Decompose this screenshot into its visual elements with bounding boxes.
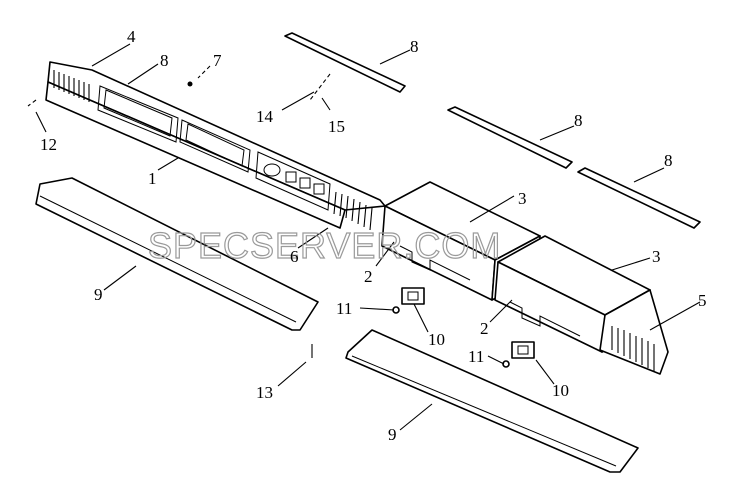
callout-10-right: 10 bbox=[552, 381, 569, 400]
callout-8-strip-1: 8 bbox=[410, 37, 419, 56]
control-panel bbox=[255, 151, 331, 211]
callout-2-right: 2 bbox=[480, 319, 489, 338]
clip-part-b bbox=[511, 341, 535, 359]
callout-8-top-left: 8 bbox=[160, 51, 169, 70]
bracket-parts bbox=[399, 245, 581, 337]
lower-panel-right bbox=[345, 329, 639, 473]
display-window-1 bbox=[97, 85, 179, 143]
callout-4: 4 bbox=[127, 27, 136, 46]
callout-13: 13 bbox=[256, 383, 273, 402]
callout-3-upper: 3 bbox=[518, 189, 527, 208]
callout-10-left: 10 bbox=[428, 330, 445, 349]
callout-labels: 4 8 7 12 1 8 14 15 8 8 3 3 6 2 5 9 11 2 … bbox=[40, 27, 707, 444]
callout-11-left: 11 bbox=[336, 299, 352, 318]
pin-part bbox=[187, 81, 193, 87]
callout-3-lower: 3 bbox=[652, 247, 661, 266]
callout-9-right: 9 bbox=[388, 425, 397, 444]
callout-1: 1 bbox=[148, 169, 157, 188]
callout-2-left: 2 bbox=[364, 267, 373, 286]
mid-grille bbox=[333, 191, 373, 231]
callout-8-strip-2: 8 bbox=[574, 111, 583, 130]
callout-11-right: 11 bbox=[468, 347, 484, 366]
callout-12: 12 bbox=[40, 135, 57, 154]
callout-6: 6 bbox=[290, 247, 299, 266]
console-body-part bbox=[45, 61, 386, 231]
callout-5: 5 bbox=[698, 291, 707, 310]
display-window-2 bbox=[179, 119, 251, 173]
callout-9-left: 9 bbox=[94, 285, 103, 304]
trim-strip-2 bbox=[447, 106, 573, 169]
leader-lines bbox=[27, 43, 701, 431]
trim-strip-1 bbox=[284, 32, 406, 93]
callout-15: 15 bbox=[328, 117, 345, 136]
lower-panel-left bbox=[35, 177, 319, 331]
right-end-cap bbox=[599, 289, 669, 375]
watermark-text: SPECSERVER.COM bbox=[148, 225, 501, 266]
callout-7: 7 bbox=[213, 51, 222, 70]
callout-14: 14 bbox=[256, 107, 274, 126]
left-grille bbox=[53, 70, 90, 102]
clip-part-a bbox=[401, 287, 425, 305]
callout-8-strip-3: 8 bbox=[664, 151, 673, 170]
trim-strip-3 bbox=[577, 167, 701, 229]
